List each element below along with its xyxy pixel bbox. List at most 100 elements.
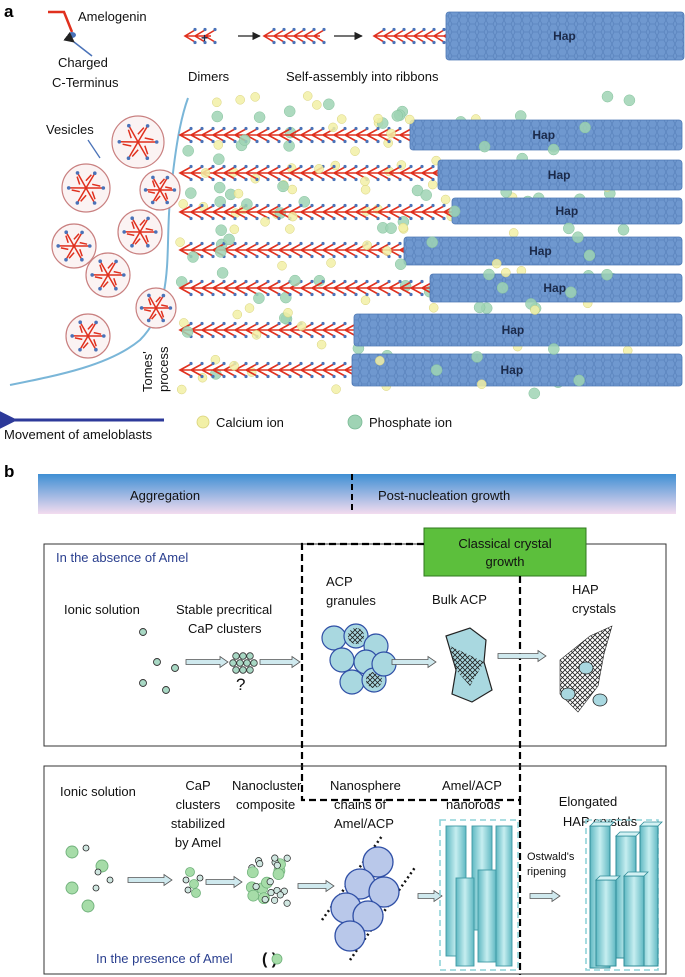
- c-terminus-dot: [200, 334, 204, 339]
- c-terminus-dot: [365, 216, 369, 221]
- c-terminus-dot: [354, 254, 358, 259]
- c-terminus-dot: [299, 374, 303, 379]
- c-terminus-dot: [189, 164, 193, 169]
- hap-label: Hap: [501, 363, 524, 377]
- c-terminus-dot: [147, 293, 151, 298]
- phosphate-ion: [430, 364, 443, 376]
- nanosphere-line3: Amel/ACP: [334, 816, 394, 831]
- c-terminus-dot: [310, 334, 314, 339]
- nanocluster-particle: [272, 868, 285, 880]
- phosphate-ion: [579, 121, 591, 134]
- bulk-acp-crystalline: [450, 646, 484, 686]
- c-terminus-dot: [213, 40, 217, 45]
- c-terminus-dot: [255, 203, 259, 208]
- process-arrow: [529, 889, 561, 903]
- ionic-solution-2-label: Ionic solution: [60, 784, 136, 799]
- classical-line2: growth: [485, 554, 524, 569]
- c-terminus-dot: [354, 164, 358, 169]
- calcium-ion: [362, 240, 372, 251]
- c-terminus-dot: [146, 318, 151, 323]
- c-terminus-dot: [422, 27, 426, 32]
- nanosphere-line2: chains of: [334, 797, 386, 812]
- c-terminus-dot: [222, 321, 226, 326]
- calcium-ion: [382, 246, 392, 256]
- c-terminus-dot: [282, 27, 286, 32]
- c-terminus-dot: [255, 361, 259, 366]
- amelogenin-ribbon: [178, 323, 357, 337]
- c-terminus-dot: [321, 241, 325, 246]
- nanocluster-particle: [273, 861, 281, 869]
- phosphate-ion: [391, 110, 404, 122]
- c-terminus-dot: [376, 241, 380, 246]
- c-terminus-dot: [211, 126, 215, 131]
- c-terminus-dot: [222, 203, 226, 208]
- calcium-ion: [235, 95, 245, 105]
- c-terminus-dot: [343, 279, 347, 284]
- phosphate-ion: [313, 274, 326, 287]
- phosphate-ion: [563, 222, 575, 235]
- c-terminus-dot: [321, 374, 325, 379]
- c-terminus-dot: [420, 164, 424, 169]
- c-terminus-dot: [321, 177, 325, 182]
- c-terminus-dot: [332, 216, 336, 221]
- c-terminus-dot: [143, 188, 148, 192]
- calcium-ion: [316, 339, 327, 350]
- c-terminus-dot: [277, 334, 281, 339]
- c-terminus-dot: [222, 177, 226, 182]
- calcium-ion: [233, 188, 244, 199]
- c-terminus-dot: [332, 361, 336, 366]
- hap-label: Hap: [553, 29, 576, 43]
- c-terminus-dot: [321, 254, 325, 259]
- phosphate-ion: [565, 286, 577, 299]
- c-terminus-dot: [266, 374, 270, 379]
- c-terminus-dot: [343, 139, 347, 144]
- stabilized-cluster: [189, 879, 199, 889]
- plus-sign: +: [201, 31, 208, 45]
- calcium-ion: [501, 267, 511, 278]
- c-terminus-dot: [78, 347, 82, 352]
- c-terminus-dot: [154, 230, 158, 234]
- hap-crystal: [445, 11, 685, 61]
- calcium-ion-label: Calcium ion: [216, 415, 284, 430]
- c-terminus-dot: [64, 257, 68, 262]
- amel-acp-nanorod: [477, 869, 497, 963]
- c-terminus-dot: [222, 292, 226, 297]
- c-terminus-dot: [272, 27, 276, 32]
- classical-growth-box: [423, 527, 587, 577]
- c-terminus-dot: [442, 27, 446, 32]
- c-terminus-dot: [233, 374, 237, 379]
- amel-acp-nanorod: [495, 825, 513, 967]
- c-terminus-dot: [189, 241, 193, 246]
- c-terminus-dot: [165, 200, 169, 205]
- c-terminus-dot: [376, 216, 380, 221]
- c-terminus-dot: [332, 139, 336, 144]
- amelogenin-ribbon: [262, 29, 325, 43]
- c-terminus-dot: [332, 334, 336, 339]
- c-terminus-dot: [282, 40, 286, 45]
- c-terminus-dot: [70, 334, 74, 338]
- c-terminus-dot: [288, 177, 292, 182]
- c-terminus-dot: [299, 361, 303, 366]
- cell-membrane: [9, 97, 189, 386]
- c-terminus-dot: [310, 177, 314, 182]
- calcium-ion: [373, 113, 383, 124]
- process-arrow: [391, 655, 437, 669]
- c-terminus-dot: [233, 334, 237, 339]
- panel-b-letter: b: [4, 462, 14, 481]
- calcium-ion: [508, 228, 519, 238]
- c-terminus-dot: [94, 347, 98, 352]
- c-terminus-dot: [189, 203, 193, 208]
- c-terminus-dot: [277, 241, 281, 246]
- ostwald-line1: Ostwald's: [527, 851, 575, 863]
- classical-line1: Classical crystal: [458, 536, 551, 551]
- c-terminus-dot: [266, 164, 270, 169]
- c-terminus-dot: [277, 126, 281, 131]
- acp-granule: [329, 647, 355, 673]
- phosphate-ion: [277, 180, 289, 193]
- c-terminus-dot: [200, 292, 204, 297]
- c-terminus-dot: [213, 27, 217, 32]
- c-terminus-dot: [321, 361, 325, 366]
- calcium-ion: [360, 184, 371, 195]
- c-terminus-dot: [117, 140, 122, 144]
